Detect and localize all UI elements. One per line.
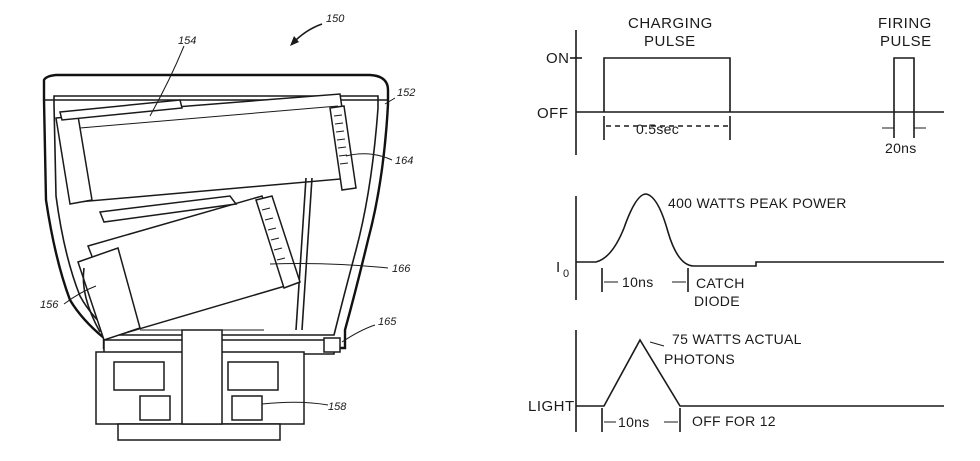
ref-166: 166: [392, 263, 411, 275]
light-waveform: LIGHT 75 WATTS ACTUAL PHOTONS 10ns OFF F…: [528, 330, 944, 432]
ref-164: 164: [395, 155, 413, 167]
base-foot: [117, 423, 281, 441]
peak-power-label: 400 WATTS PEAK POWER: [668, 195, 847, 211]
device-cross-section: 150 152 154 156 158 164 166 165: [40, 13, 415, 441]
lower-lamp-front: [77, 247, 141, 341]
firing-label-1: FIRING: [878, 15, 932, 32]
timing-diagram: ON OFF CHARGING PULSE 0.5sec FIRING PULS…: [537, 15, 944, 156]
housing-inner-wall: [53, 95, 379, 336]
firing-pulse: [893, 57, 915, 112]
ref-156: 156: [40, 299, 59, 311]
catch-label-2: DIODE: [694, 293, 740, 309]
center-rod: [295, 177, 307, 331]
charging-label-2: PULSE: [644, 33, 696, 50]
upper-lamp-assembly: [55, 93, 357, 331]
mount-block: [323, 337, 341, 353]
upper-array-leds: [333, 114, 349, 165]
base-coil-left: [113, 361, 165, 391]
current-axis-label: I: [556, 259, 561, 276]
lower-lamp-lens: [82, 267, 101, 333]
upper-array-plate: [329, 105, 357, 191]
leader-lines: [63, 45, 396, 406]
light-peak-label-1: 75 WATTS ACTUAL: [672, 331, 802, 347]
light-peak-leader: [649, 341, 665, 347]
current-curve: [576, 193, 944, 267]
base-coil-left-2: [139, 395, 171, 421]
on-label: ON: [546, 50, 570, 67]
charge-duration: 0.5sec: [636, 121, 679, 137]
housing-outline: [42, 73, 390, 350]
ref-165: 165: [378, 316, 397, 328]
charging-pulse: [603, 57, 731, 112]
upper-lamp-cap: [59, 99, 183, 121]
current-waveform: I 0 400 WATTS PEAK POWER 10ns CATCH DIOD…: [556, 193, 944, 309]
firing-label-2: PULSE: [880, 33, 932, 50]
light-peak-label-2: PHOTONS: [664, 351, 735, 367]
fire-duration: 20ns: [885, 140, 917, 156]
lower-array-leds: [261, 207, 286, 261]
base-assembly: [95, 329, 341, 441]
light-pulse-width: 10ns: [618, 414, 650, 430]
ref-154: 154: [178, 35, 196, 47]
center-rod-edge: [301, 177, 313, 331]
current-pulse-width: 10ns: [622, 274, 654, 290]
light-curve: [576, 338, 944, 407]
light-off-label: OFF FOR 12: [692, 413, 776, 429]
light-axis-label: LIGHT: [528, 398, 575, 415]
current-axis-sub: 0: [563, 268, 569, 280]
off-label: OFF: [537, 105, 569, 122]
upper-lamp-edge: [79, 105, 339, 129]
lower-lamp-assembly: [77, 195, 301, 341]
catch-label-1: CATCH: [696, 275, 745, 291]
charging-label-1: CHARGING: [628, 15, 713, 32]
lower-lamp-bracket: [98, 195, 238, 223]
ref-152: 152: [397, 87, 415, 99]
base-coil-right: [227, 361, 279, 391]
ref-158: 158: [328, 401, 347, 413]
ref-150: 150: [326, 13, 345, 25]
base-core: [181, 329, 223, 425]
base-coil-right-2: [231, 395, 263, 421]
main-ref-arrowhead: [290, 36, 299, 46]
